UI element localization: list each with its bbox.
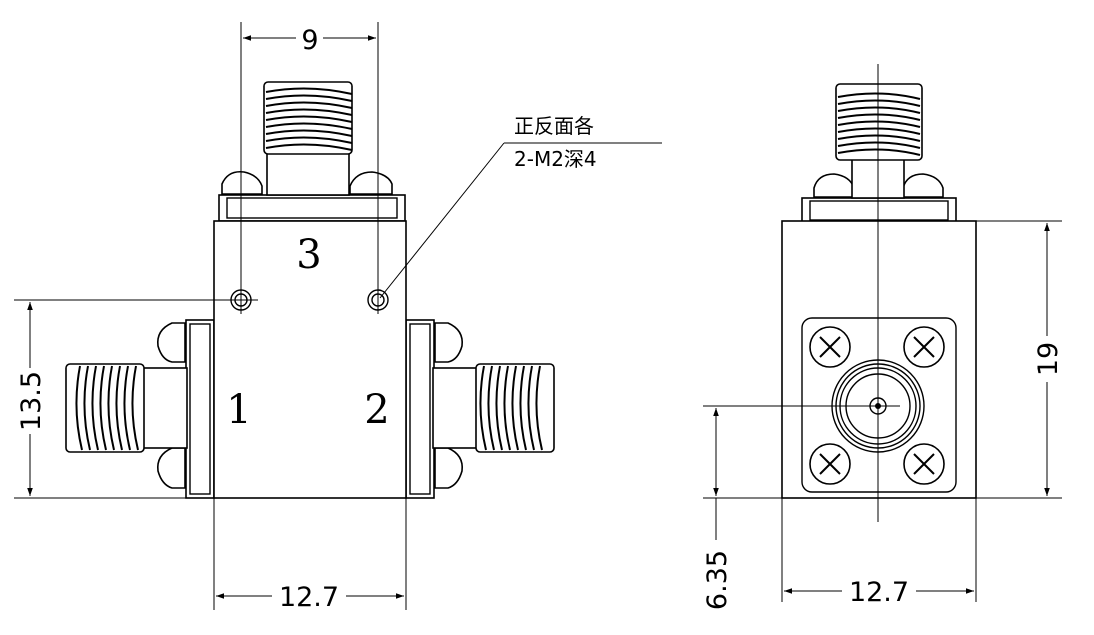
note-line-2: 2-M2深4: [514, 147, 597, 171]
note-line-1: 正反面各: [514, 114, 594, 138]
screw-icon-bottom-right: [903, 443, 945, 485]
dimension-label-side-12-7: 12.7: [849, 577, 909, 608]
screw-icon-top-right: [903, 326, 945, 368]
top-thread: [265, 87, 353, 151]
screw-icon-bottom-left: [809, 443, 851, 485]
port-label-2: 2: [364, 387, 389, 433]
front-view: 3 1 2 9 13.5 12.7: [14, 22, 662, 613]
front-body: [213, 220, 407, 499]
left-connector: [65, 319, 215, 499]
dimension-side-bottom-width: 12.7: [781, 498, 977, 608]
flange-plate: [801, 317, 957, 493]
dimension-side-left-height: 6.35: [702, 408, 782, 610]
dimension-left-height: 13.5: [14, 299, 258, 499]
hole-note: 正反面各 2-M2深4: [379, 114, 662, 299]
dimension-label-19: 19: [1033, 342, 1064, 376]
port-label-3: 3: [296, 232, 321, 278]
screw-icon-top-left: [809, 326, 851, 368]
port-label-1: 1: [226, 387, 251, 433]
right-thread: [479, 365, 543, 451]
side-top-connector: [801, 83, 957, 223]
dimension-label-6-35: 6.35: [702, 550, 733, 610]
dimension-label-13-5: 13.5: [16, 371, 47, 431]
dimension-top-width: 9: [240, 22, 379, 314]
top-connector: [218, 81, 406, 222]
dimension-label-9: 9: [301, 25, 318, 56]
dimension-right-height: 19: [976, 220, 1064, 499]
dimension-bottom-width: 12.7: [213, 498, 407, 613]
left-thread: [75, 365, 139, 451]
side-top-thread: [837, 92, 921, 156]
side-view: 19 6.35 12.7: [702, 64, 1064, 610]
right-connector: [405, 319, 555, 499]
dimension-label-12-7: 12.7: [279, 582, 339, 613]
